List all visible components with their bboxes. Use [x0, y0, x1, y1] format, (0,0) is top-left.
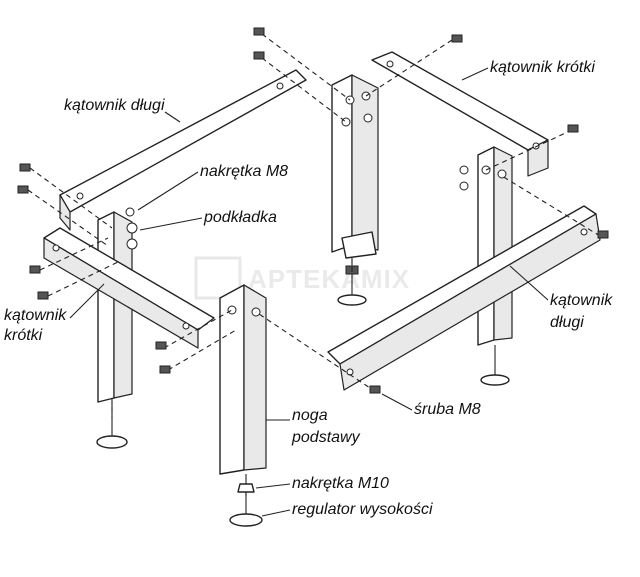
short-angle-bar-top [371, 51, 549, 177]
label-katownik-dlugi-right-2: długi [550, 314, 584, 331]
leg-front-center [219, 284, 267, 527]
label-katownik-dlugi-left: kątownik długi [64, 97, 165, 114]
long-angle-bar-left [59, 69, 307, 231]
label-regulator-wysokosci: regulator wysokości [292, 501, 433, 518]
label-katownik-dlugi-right-1: kątownik [550, 292, 613, 309]
label-katownik-krotki-left-2: krótki [4, 327, 43, 344]
labels: kątownik długi kątownik krótki nakrętka … [4, 59, 613, 518]
leg-front-left [96, 211, 133, 449]
label-nakretka-m10: nakrętka M10 [292, 475, 389, 492]
watermark: APTEKAMIX [194, 256, 410, 300]
label-katownik-krotki-top: kątownik krótki [490, 59, 595, 76]
bolts-and-assembly-lines [17, 27, 609, 496]
label-podkladka: podkładka [203, 209, 277, 226]
watermark-text: APTEKAMIX [248, 264, 410, 294]
label-nakretka-m8: nakrętka M8 [200, 163, 288, 180]
label-sruba-m8: śruba M8 [414, 401, 481, 418]
short-angle-bar-left [43, 227, 215, 349]
label-katownik-krotki-left-1: kątownik [4, 307, 67, 324]
label-noga-podstawy-1: noga [292, 407, 328, 424]
long-angle-bar-right [327, 205, 601, 391]
label-noga-podstawy-2: podstawy [291, 429, 361, 446]
